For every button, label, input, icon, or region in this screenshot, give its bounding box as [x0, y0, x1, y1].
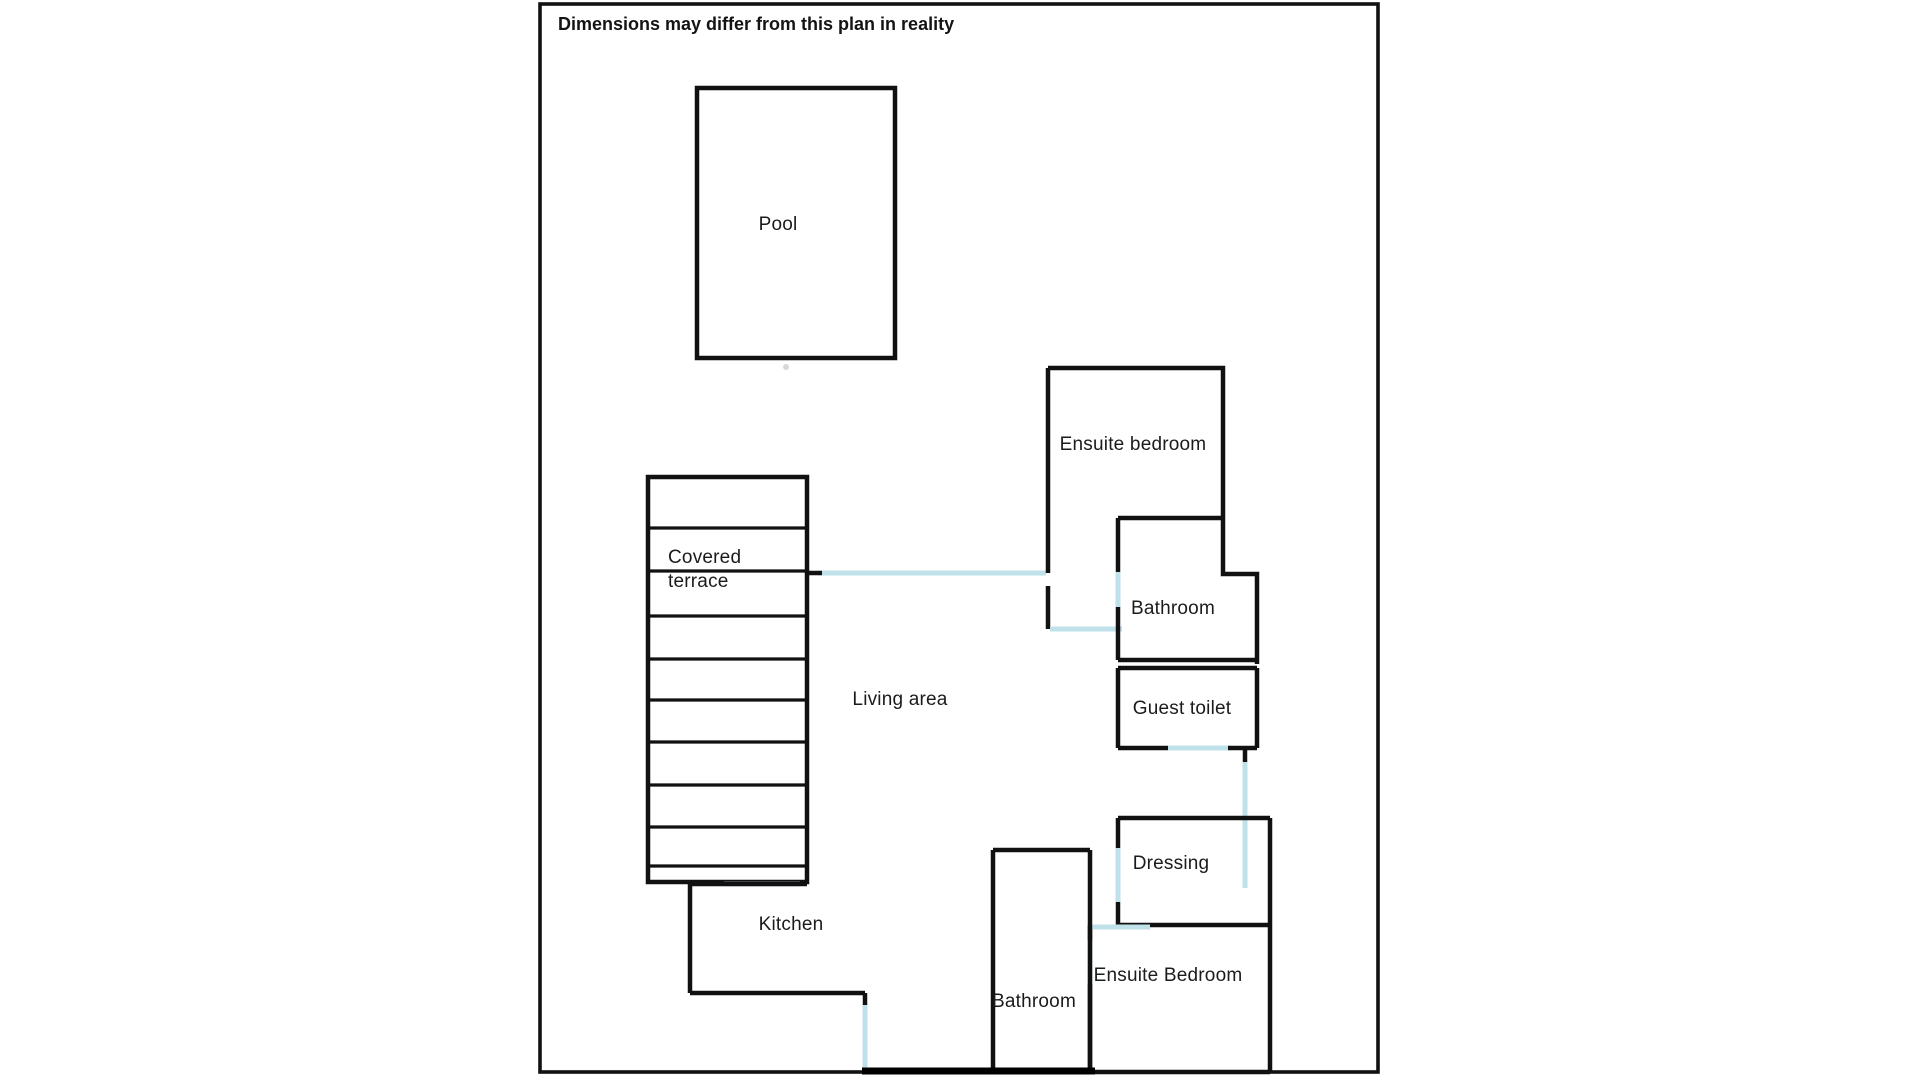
wall-bathroom-upper-right-step [1220, 518, 1260, 660]
room-label-guest-toilet: Guest toilet [1133, 698, 1232, 719]
plan-border [538, 2, 1380, 1074]
room-label-dressing: Dressing [1133, 853, 1210, 874]
room-outline-pool [694, 85, 898, 361]
room-label-ensuite-bedroom-upper: Ensuite bedroom [1060, 434, 1207, 455]
room-label-kitchen: Kitchen [759, 914, 824, 935]
room-label-pool: Pool [759, 214, 798, 235]
room-label-covered-terrace-line1: Covered [668, 547, 741, 568]
room-label-ensuite-bedroom-lower: Ensuite Bedroom [1094, 965, 1243, 986]
room-label-living-area: Living area [852, 689, 947, 710]
plan-disclaimer-note: Dimensions may differ from this plan in … [558, 14, 954, 34]
room-label-bathroom-lower: Bathroom [992, 991, 1076, 1012]
room-outline-covered-terrace [645, 474, 810, 885]
room-label-bathroom-upper: Bathroom [1131, 598, 1215, 619]
wall-ensuite-upper-outline [1048, 365, 1226, 518]
room-label-covered-terrace-line2: terrace [668, 571, 729, 592]
pool-marker-dot [783, 364, 789, 370]
